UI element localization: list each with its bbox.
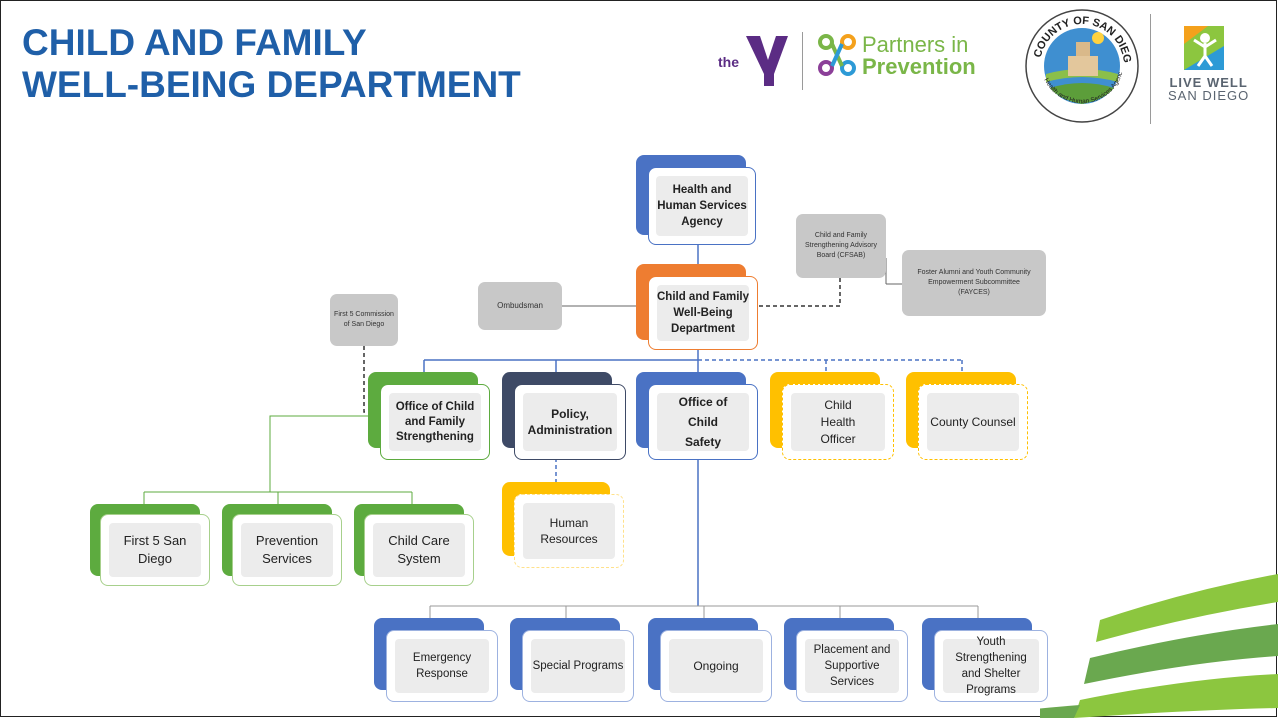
org-label-cfwb: Child and Family Well-Being Department	[656, 284, 750, 342]
live-well-line-1: LIVE WELL	[1169, 75, 1248, 90]
org-label-cho: Child Health Officer	[790, 393, 886, 451]
ymca-y-icon	[746, 36, 788, 86]
pip-line-2: Prevention	[862, 54, 976, 79]
org-box-ocfs: Office of Child and Family Strengthening	[368, 372, 490, 460]
title-line-1: CHILD AND FAMILY	[22, 22, 367, 63]
org-box-first5-sd: First 5 San Diego	[90, 504, 210, 586]
partners-in-prevention-icon	[818, 34, 856, 76]
live-well-line-2: SAN DIEGO	[1168, 88, 1250, 103]
logo-divider-2	[1150, 14, 1151, 124]
org-box-emergency: Emergency Response	[374, 618, 498, 702]
org-box-cfsab: Child and Family Strengthening Advisory …	[796, 214, 886, 278]
org-box-ombudsman: Ombudsman	[478, 282, 562, 330]
org-box-childcare: Child Care System	[354, 504, 474, 586]
org-box-youth: Youth Strengthening and Shelter Programs	[922, 618, 1048, 702]
county-seal-icon: COUNTY OF SAN DIEGO Health and Human Ser…	[1024, 8, 1139, 123]
org-box-cfwb: Child and Family Well-Being Department	[636, 264, 758, 350]
org-label-youth: Youth Strengthening and Shelter Programs	[942, 636, 1040, 696]
decorative-stripes	[1040, 574, 1278, 718]
live-well-icon	[1184, 26, 1224, 70]
org-label-ongoing: Ongoing	[668, 638, 764, 694]
org-label-ocs: Office of Child Safety	[656, 393, 750, 451]
logo-divider-1	[802, 32, 803, 90]
org-box-hhsa: Health and Human Services Agency	[636, 155, 756, 245]
org-label-childcare: Child Care System	[372, 522, 466, 578]
org-box-policy-admin: Policy, Administration	[502, 372, 626, 460]
title-line-2: WELL-BEING DEPARTMENT	[22, 64, 521, 105]
org-label-first5-sd: First 5 San Diego	[108, 522, 202, 578]
org-label-county-counsel: County Counsel	[926, 393, 1020, 451]
org-label-placement: Placement and Supportive Services	[804, 638, 900, 694]
org-label-emergency: Emergency Response	[394, 638, 490, 694]
org-box-placement: Placement and Supportive Services	[784, 618, 908, 702]
org-box-prevention: Prevention Services	[222, 504, 342, 586]
org-box-ocs: Office of Child Safety	[636, 372, 758, 460]
pip-line-1: Partners in	[862, 32, 969, 57]
partners-in-prevention-logo: Partners in Prevention	[862, 34, 976, 78]
org-box-county-counsel: County Counsel	[906, 372, 1028, 460]
org-label-ocfs: Office of Child and Family Strengthening	[388, 393, 482, 451]
org-box-ongoing: Ongoing	[648, 618, 772, 702]
org-label-hr: Human Resources	[522, 502, 616, 560]
org-label-prevention: Prevention Services	[240, 522, 334, 578]
org-box-hr: Human Resources	[502, 482, 624, 568]
org-box-cho: Child Health Officer	[770, 372, 894, 460]
org-label-policy-admin: Policy, Administration	[522, 393, 618, 451]
org-label-special: Special Programs	[530, 638, 626, 694]
org-box-first5-commission: First 5 Commission of San Diego	[330, 294, 398, 346]
ymca-logo-text: the	[718, 54, 739, 70]
org-label-hhsa: Health and Human Services Agency	[656, 176, 748, 236]
slide-title: CHILD AND FAMILY WELL-BEING DEPARTMENT	[22, 22, 521, 106]
org-box-special: Special Programs	[510, 618, 634, 702]
live-well-logo: LIVE WELL SAN DIEGO	[1168, 76, 1249, 102]
ymca-logo: the	[718, 30, 790, 88]
org-box-fayces: Foster Alumni and Youth Community Empowe…	[902, 250, 1046, 316]
